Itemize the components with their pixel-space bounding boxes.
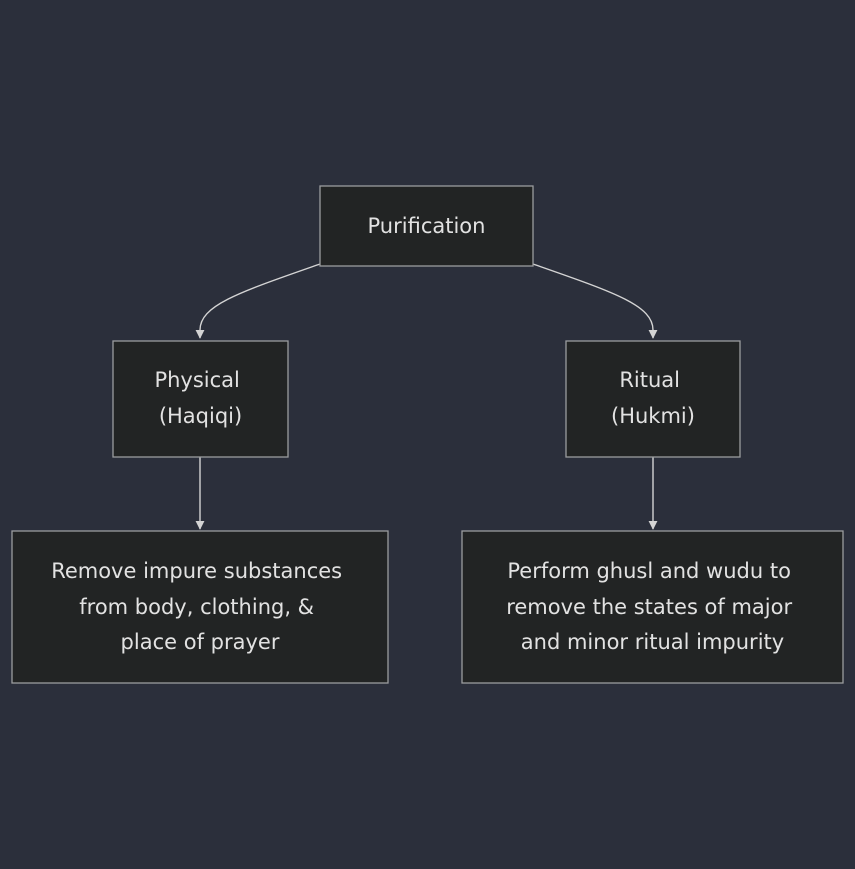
- node-physical-detail-line-3: place of prayer: [121, 630, 280, 654]
- node-ritual-detail-box: [461, 530, 844, 684]
- node-physical-detail: Remove impure substances from body, clot…: [11, 530, 389, 684]
- node-physical-detail-line-2: from body, clothing, &: [79, 595, 314, 619]
- node-purification-line-1: Purification: [368, 214, 486, 238]
- node-physical-detail-label: Remove impure substances from body, clot…: [51, 559, 349, 654]
- node-physical-line-1: Physical: [154, 368, 239, 392]
- node-ritual-box: [565, 340, 741, 458]
- node-ritual: Ritual (Hukmi): [565, 340, 741, 458]
- node-ritual-label: Ritual (Hukmi): [611, 368, 695, 428]
- edge-purification-to-physical: [195, 263, 321, 339]
- node-ritual-line-1: Ritual: [619, 368, 680, 392]
- node-physical-detail-line-1: Remove impure substances: [51, 559, 342, 583]
- edge-purification-to-ritual: [532, 263, 658, 339]
- node-physical-label: Physical (Haqiqi): [154, 368, 246, 428]
- node-purification-label: Purification: [368, 214, 486, 238]
- node-purification: Purification: [319, 185, 534, 267]
- node-physical: Physical (Haqiqi): [112, 340, 289, 458]
- node-physical-box: [112, 340, 289, 458]
- node-purification-box: [319, 185, 534, 267]
- node-physical-line-2: (Haqiqi): [159, 404, 242, 428]
- node-ritual-line-2: (Hukmi): [611, 404, 695, 428]
- node-physical-detail-box: [11, 530, 389, 684]
- node-ritual-detail-label: Perform ghusl and wudu to remove the sta…: [506, 559, 799, 654]
- node-ritual-detail-line-1: Perform ghusl and wudu to: [507, 559, 791, 583]
- node-ritual-detail-line-2: remove the states of major: [506, 595, 792, 619]
- edges: [195, 263, 658, 530]
- node-ritual-detail: Perform ghusl and wudu to remove the sta…: [461, 530, 844, 684]
- node-ritual-detail-line-3: and minor ritual impurity: [521, 630, 784, 654]
